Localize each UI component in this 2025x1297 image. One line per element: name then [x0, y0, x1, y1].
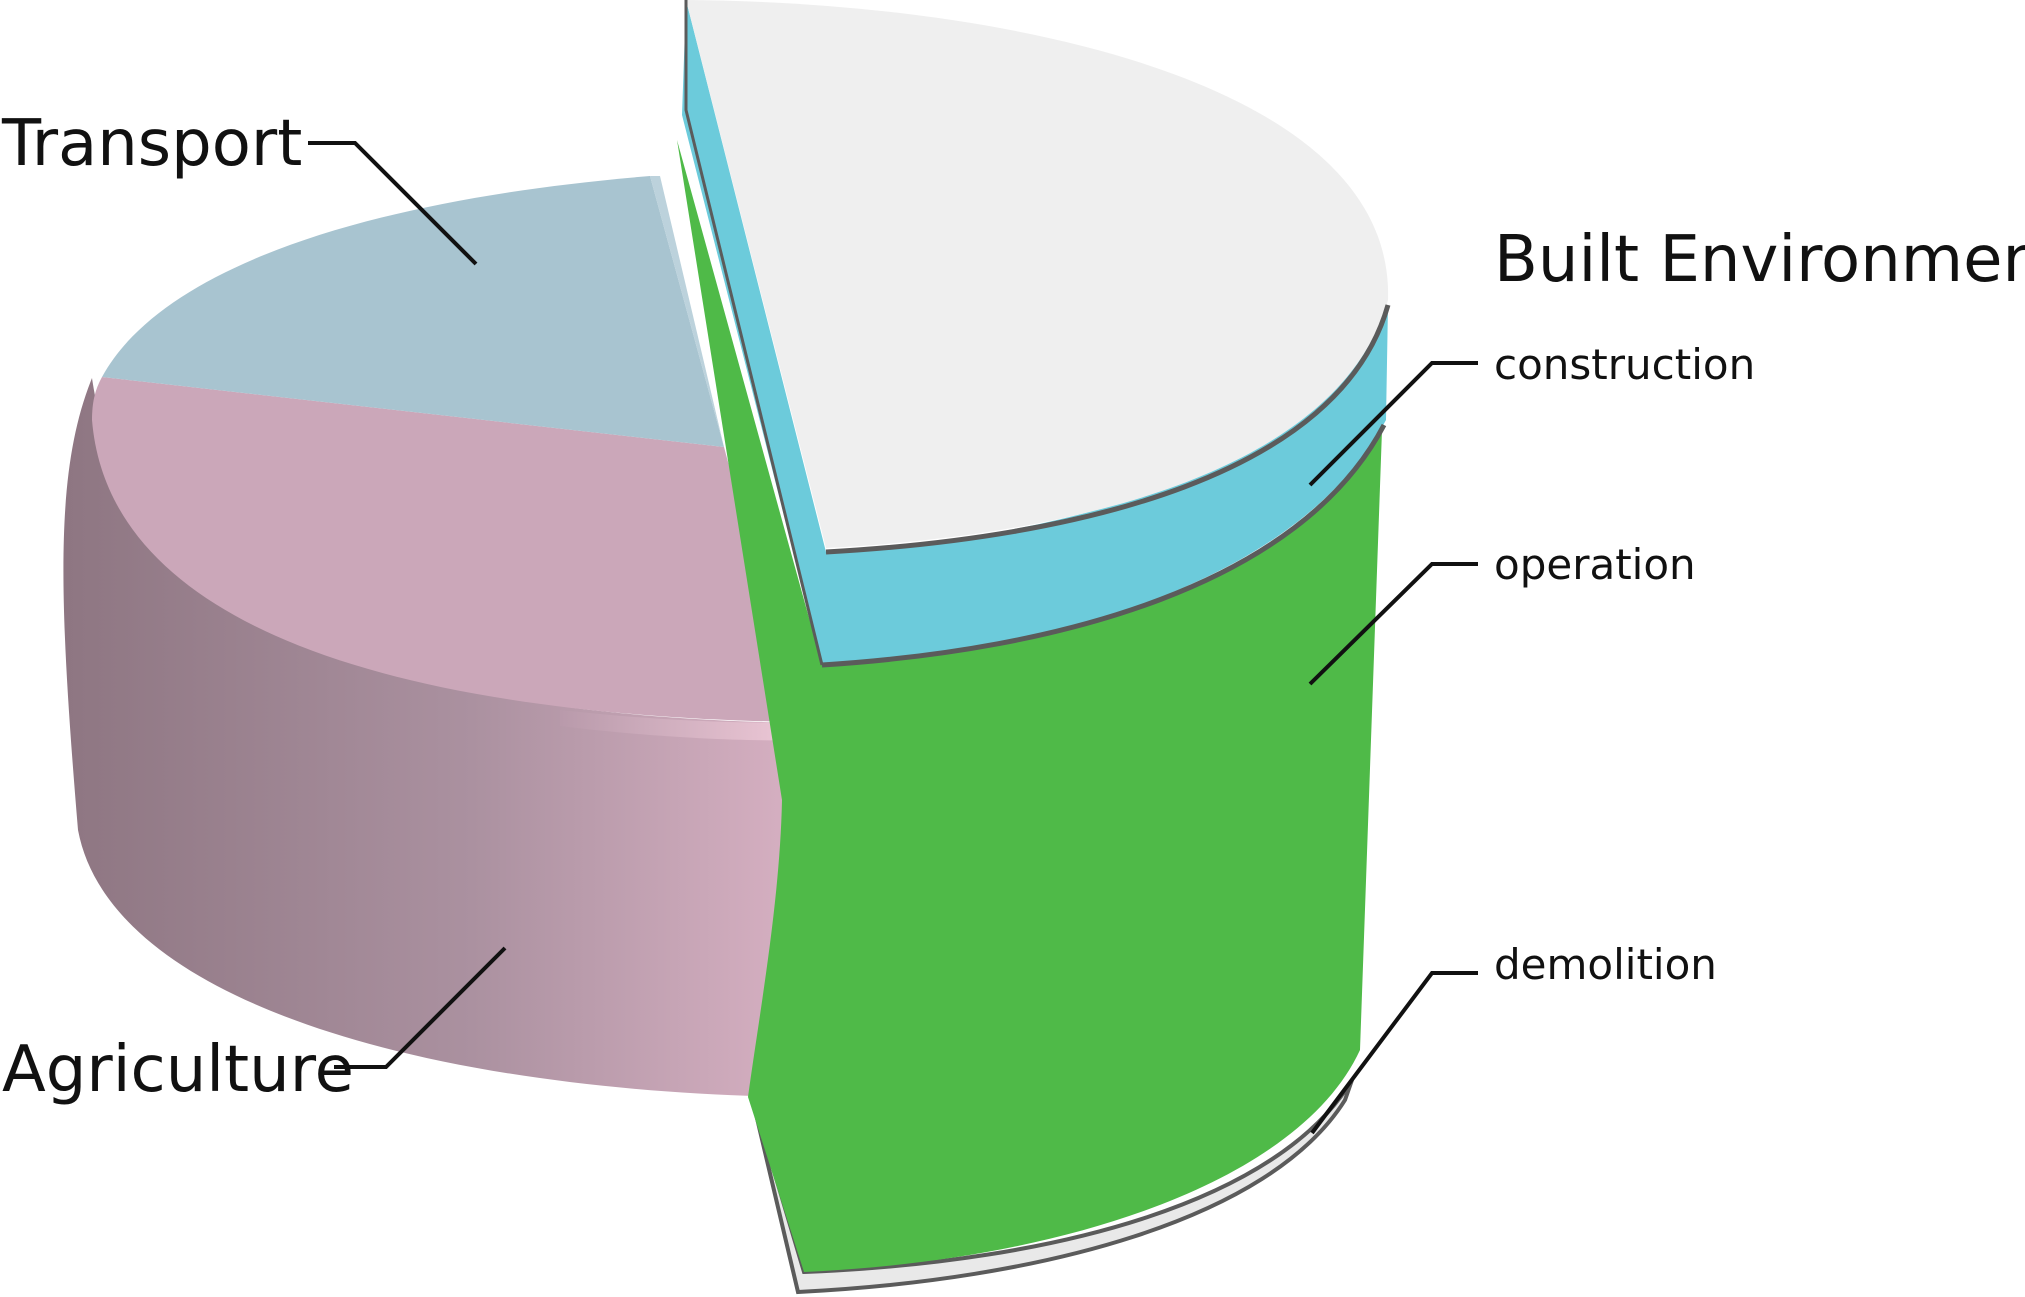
agriculture-rim [560, 710, 806, 741]
agriculture-leader [334, 946, 507, 1069]
built-environment-top [686, 0, 1389, 548]
operation-leader [1308, 562, 1478, 686]
construction-edge [821, 423, 1387, 668]
transport-label: Transport [2, 107, 303, 181]
agriculture-label: Agriculture [2, 1033, 354, 1107]
transport-leader [308, 141, 478, 266]
agriculture-side [63, 378, 809, 1097]
demolition-label: demolition [1494, 940, 1717, 989]
transport-top [102, 176, 724, 447]
demolition-leader [1310, 971, 1478, 1135]
construction-leader [1308, 361, 1478, 487]
built-environment-label: Built Environment [1494, 223, 2025, 297]
slice-left-edge [684, 0, 824, 666]
construction-band [682, 0, 1388, 665]
demolition-layer [750, 1078, 1354, 1295]
operation-label: operation [1494, 540, 1696, 589]
built-environment-top-edge [825, 304, 1391, 555]
construction-label: construction [1494, 340, 1756, 389]
operation-wall [677, 140, 1382, 1272]
leader-lines [308, 141, 1478, 1135]
transport-sliver [650, 176, 724, 447]
agriculture-top [92, 377, 798, 722]
